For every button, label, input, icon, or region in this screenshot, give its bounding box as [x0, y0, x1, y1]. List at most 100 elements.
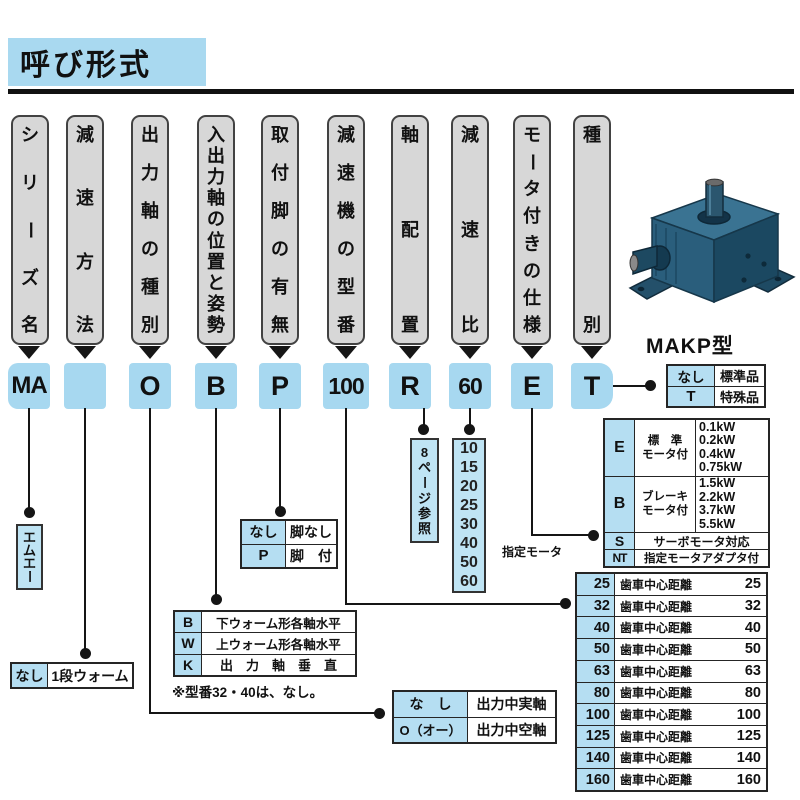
arrow-down-icon	[335, 346, 357, 359]
ratio-value: 15	[460, 459, 478, 477]
column-label-text: シリーズ名	[20, 125, 40, 335]
gear-label-text: 歯車中心距離	[620, 773, 693, 788]
column-label-text: 入出力軸の位置と姿勢	[207, 125, 225, 335]
table-code-cell: E	[605, 420, 635, 476]
column-label-reduction-ratio: 減速比	[451, 115, 489, 345]
column-label-series: シリーズ名	[11, 115, 49, 345]
product-caption: MAKP型	[646, 335, 734, 358]
gear-label-text: 歯車中心距離	[620, 729, 693, 744]
table-code-cell: 40	[577, 617, 615, 639]
column-label-text: 取付脚の有無	[271, 125, 289, 335]
connector-dot	[80, 648, 91, 659]
table-label-cell: 歯車中心距離 160	[615, 769, 766, 790]
series-callout-box: エムエー	[16, 524, 43, 590]
motor-label-line: 標 準	[647, 434, 683, 447]
arrow-down-icon	[18, 346, 40, 359]
gear-value: 100	[736, 706, 761, 723]
code-type: T	[571, 363, 613, 409]
connector-line	[149, 712, 379, 714]
code-reduction-ratio: 60	[449, 363, 491, 409]
ratio-value: 50	[460, 553, 478, 571]
column-label-text: 出力軸の種別	[141, 125, 159, 335]
table-label-cell: 標 準 モータ付	[635, 420, 695, 476]
connector-line	[613, 385, 649, 387]
table-code-cell: B	[175, 612, 202, 633]
column-label-reduction-method: 減速方法	[66, 115, 104, 345]
table-label-cell: 脚 付	[290, 547, 332, 564]
gear-value: 140	[736, 749, 761, 766]
table-row: O（オー） 出力中空軸	[394, 716, 555, 742]
connector-dot	[275, 506, 286, 517]
motor-kw-value: 3.7kW	[699, 503, 736, 518]
table-code-cell: な し	[394, 692, 468, 717]
gear-value: 32	[744, 598, 761, 615]
table-code-cell: 25	[577, 574, 615, 595]
page-title: 呼び形式	[8, 38, 206, 86]
connector-line	[279, 408, 281, 510]
table-code-cell: なし	[242, 521, 286, 544]
table-row: なし 1段ウォーム	[12, 664, 132, 687]
connector-line	[423, 408, 425, 428]
table-label-cell: 脚なし	[290, 524, 332, 541]
gear-value: 40	[744, 619, 761, 636]
table-row: P 脚 付	[242, 543, 336, 567]
gear-value: 63	[744, 663, 761, 680]
column-label-motor-spec: モータ付きの仕様	[513, 115, 551, 345]
gear-value: 160	[736, 771, 761, 788]
gear-label-text: 歯車中心距離	[620, 686, 693, 701]
connector-line	[531, 408, 533, 536]
code-model-number: 100	[323, 363, 369, 409]
table-code-cell: 80	[577, 682, 615, 704]
connector-dot	[418, 424, 429, 435]
motor-kw-value: 0.75kW	[699, 460, 743, 475]
motor-label-line: モータ付	[642, 448, 688, 461]
table-label-cell: ブレーキ モータ付	[635, 477, 695, 532]
code-shaft-position: B	[195, 363, 237, 409]
gear-label-text: 歯車中心距離	[620, 751, 693, 766]
table-code-cell: 32	[577, 595, 615, 617]
connector-dot	[588, 530, 599, 541]
table-row: NT 指定モータアダプタ付	[605, 549, 768, 566]
table-code-cell: 140	[577, 747, 615, 769]
shaft-position-table: B 下ウォーム形各軸水平 W 上ウォーム形各軸水平 K 出 力 軸 垂 直	[173, 610, 357, 677]
gear-value: 125	[736, 728, 761, 745]
table-code-cell: 100	[577, 704, 615, 725]
arrow-down-icon	[74, 346, 96, 359]
arrow-down-icon	[269, 346, 291, 359]
table-label-cell: 下ウォーム形各軸水平	[216, 616, 341, 631]
ratio-value: 60	[460, 572, 478, 590]
gear-value: 50	[744, 641, 761, 658]
gear-label-text: 歯車中心距離	[620, 664, 693, 679]
ratio-value: 20	[460, 478, 478, 496]
shaft-position-note: ※型番32・40は、なし。	[172, 685, 324, 700]
connector-line	[469, 408, 471, 428]
gear-value: 25	[744, 576, 761, 593]
motor-kw-value: 0.4kW	[699, 446, 736, 461]
table-row: K 出 力 軸 垂 直	[175, 653, 355, 675]
table-row: W 上ウォーム形各軸水平	[175, 632, 355, 654]
table-code-cell: 125	[577, 725, 615, 747]
motor-kw-value: 5.5kW	[699, 516, 736, 531]
reduction-method-table: なし 1段ウォーム	[10, 662, 134, 689]
column-label-model-number: 減速機の型番	[327, 115, 365, 345]
table-label-cell: 1段ウォーム	[51, 667, 129, 684]
code-mounting-legs: P	[259, 363, 301, 409]
connector-line	[215, 408, 217, 598]
title-underline	[8, 89, 794, 94]
connector-dot	[645, 380, 656, 391]
table-label-cell: 指定モータアダプタ付	[644, 553, 759, 565]
table-code-cell: B	[605, 476, 635, 532]
connector-line	[345, 603, 566, 605]
code-reduction-method	[64, 363, 106, 409]
table-code-cell: なし	[12, 664, 48, 687]
arrow-down-icon	[459, 346, 481, 359]
code-motor-spec: E	[511, 363, 553, 409]
column-label-type: 種別	[573, 115, 611, 345]
